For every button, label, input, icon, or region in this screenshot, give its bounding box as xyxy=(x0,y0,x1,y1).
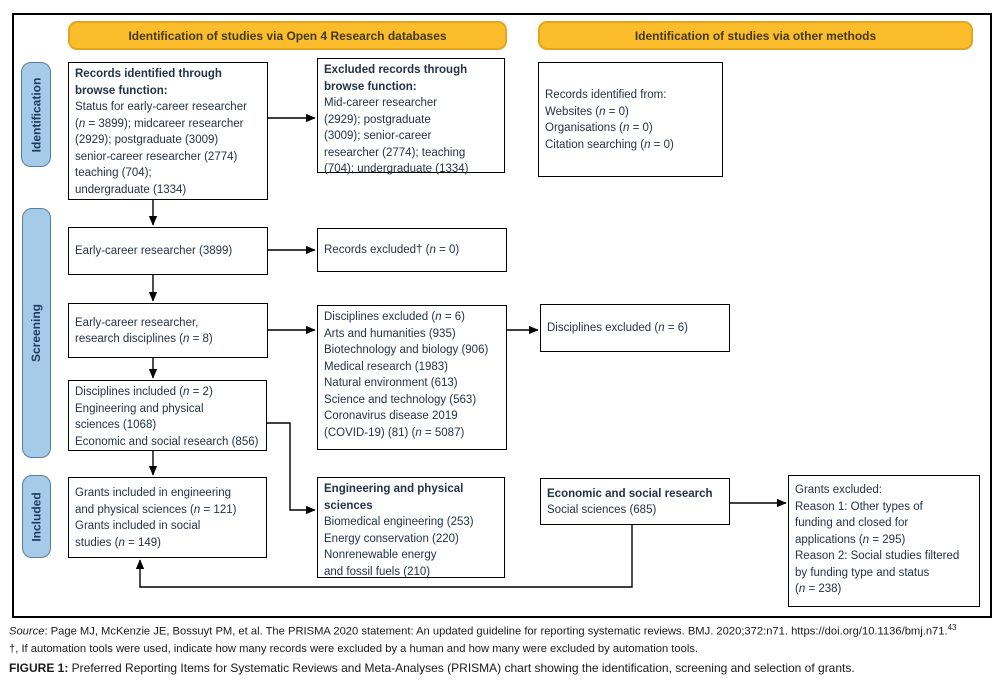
text-line: (704); undergraduate (1334) xyxy=(324,163,469,175)
text-line: (2929); postgraduate (3009) xyxy=(75,134,219,146)
text-line: Arts and humanities (935) xyxy=(324,327,456,340)
box-economic-social: Economic and social research Social scie… xyxy=(540,478,730,525)
text-line: Disciplines excluded (n = 6) xyxy=(547,322,688,335)
text-line: Science and technology (563) xyxy=(324,393,477,406)
source-note: Source: Page MJ, McKenzie JE, Bossuyt PM… xyxy=(9,623,957,638)
text-line: Grants included in social xyxy=(75,520,201,532)
box-early-career: Early-career researcher (3899) xyxy=(68,227,268,275)
text-line: (3009); senior-career xyxy=(324,130,432,142)
stage-label-identification: Identification xyxy=(21,62,51,167)
text-line: applications (n = 295) xyxy=(795,533,906,546)
text-line: by funding type and status xyxy=(795,566,930,579)
box-engineering-physical: Engineering and physical sciences Biomed… xyxy=(317,477,505,578)
box-early-career-disciplines: Early-career researcher, research discip… xyxy=(68,303,268,358)
figure-caption: FIGURE 1: Preferred Reporting Items for … xyxy=(9,661,855,675)
text-line: Excluded records through xyxy=(324,64,468,76)
text-line: Reason 2: Social studies filtered xyxy=(795,550,960,562)
figure-label: FIGURE 1: xyxy=(9,661,69,675)
text-line: undergraduate (1334) xyxy=(75,183,187,196)
text-line: Coronavirus disease 2019 xyxy=(324,410,458,422)
text-line: research disciplines (n = 8) xyxy=(75,333,213,345)
box-disciplines-excluded-list: Disciplines excluded (n = 6) Arts and hu… xyxy=(317,305,507,450)
text-line: Status for early-career researcher xyxy=(75,101,247,113)
text-line: browse function: xyxy=(75,84,168,97)
box-records-other-methods: Records identified from: Websites (n = 0… xyxy=(538,62,723,177)
text-line: Disciplines included (n = 2) xyxy=(75,386,213,398)
text-line: (n = 238) xyxy=(795,583,842,595)
text-line: and physical sciences (n = 121) xyxy=(75,503,237,516)
text-line: Websites (n = 0) xyxy=(545,105,629,118)
text-line: sciences xyxy=(324,499,373,512)
header-other-methods: Identification of studies via other meth… xyxy=(538,21,973,50)
text-line: Early-career researcher, xyxy=(75,316,199,329)
text-line: Records excluded† (n = 0) xyxy=(324,244,460,257)
text-line: Mid-career researcher xyxy=(324,97,438,109)
box-grants-excluded: Grants excluded: Reason 1: Other types o… xyxy=(788,475,980,607)
text-line: (n = 3899); midcareer researcher xyxy=(75,117,244,130)
text-line: studies (n = 149) xyxy=(75,536,161,549)
figure-caption-text: Preferred Reporting Items for Systematic… xyxy=(68,661,855,675)
box-excluded-records: Excluded records through browse function… xyxy=(317,58,505,175)
text-line: Records identified through xyxy=(75,68,222,80)
text-line: (2929); postgraduate xyxy=(324,113,431,126)
box-disciplines-excluded: Disciplines excluded (n = 6) xyxy=(540,304,730,352)
stage-label-text: Screening xyxy=(29,303,44,363)
header-other-methods-label: Identification of studies via other meth… xyxy=(634,28,877,43)
header-databases: Identification of studies via Open 4 Res… xyxy=(68,21,507,50)
text-line: and fossil fuels (210) xyxy=(324,565,431,578)
box-records-identified: Records identified through browse functi… xyxy=(68,62,268,200)
text-line: teaching (704); xyxy=(75,167,152,179)
diagram-outer-border xyxy=(12,13,992,618)
stage-label-screening: Screening xyxy=(22,208,51,458)
text-line: senior-career researcher (2774) xyxy=(75,150,238,163)
text-line: Records identified from: xyxy=(545,89,667,101)
stage-label-included: Included xyxy=(22,475,51,558)
source-superscript: 43 xyxy=(947,623,957,632)
text-line: Grants included in engineering xyxy=(75,487,231,499)
text-line: Medical research (1983) xyxy=(324,360,449,373)
text-line: Energy conservation (220) xyxy=(324,532,459,545)
text-line: browse function: xyxy=(324,80,417,93)
stage-label-text: Included xyxy=(29,491,44,542)
automation-footnote: †, If automation tools were used, indica… xyxy=(9,643,699,655)
text-line: (COVID-19) (81) (n = 5087) xyxy=(324,426,465,439)
text-line: Disciplines excluded (n = 6) xyxy=(324,311,465,323)
text-line: Engineering and physical xyxy=(75,402,204,415)
text-line: Biotechnology and biology (906) xyxy=(324,344,489,356)
text-line: Engineering and physical xyxy=(324,483,464,495)
text-line: sciences (1068) xyxy=(75,419,157,431)
text-line: Biomedical engineering (253) xyxy=(324,516,474,528)
box-disciplines-included: Disciplines included (n = 2) Engineering… xyxy=(68,380,267,451)
text-line: Early-career researcher (3899) xyxy=(75,245,233,258)
box-records-excluded: Records excluded† (n = 0) xyxy=(317,228,507,272)
source-text: : Page MJ, McKenzie JE, Bossuyt PM, et a… xyxy=(44,625,948,638)
text-line: researcher (2774); teaching xyxy=(324,146,466,159)
box-grants-included: Grants included in engineering and physi… xyxy=(68,477,267,558)
text-line: Grants excluded: xyxy=(795,484,882,496)
text-line: Economic and social research (856) xyxy=(75,435,259,448)
text-line: Social sciences (685) xyxy=(547,504,657,516)
text-line: Reason 1: Other types of xyxy=(795,500,923,513)
text-line: Citation searching (n = 0) xyxy=(545,138,674,151)
header-databases-label: Identification of studies via Open 4 Res… xyxy=(128,28,447,43)
stage-label-text: Identification xyxy=(29,77,44,152)
source-label: Source xyxy=(9,625,45,638)
text-line: funding and closed for xyxy=(795,517,909,529)
text-line: Natural environment (613) xyxy=(324,377,458,389)
text-line: Nonrenewable energy xyxy=(324,549,437,561)
text-line: Economic and social research xyxy=(547,487,713,500)
text-line: Organisations (n = 0) xyxy=(545,122,653,134)
